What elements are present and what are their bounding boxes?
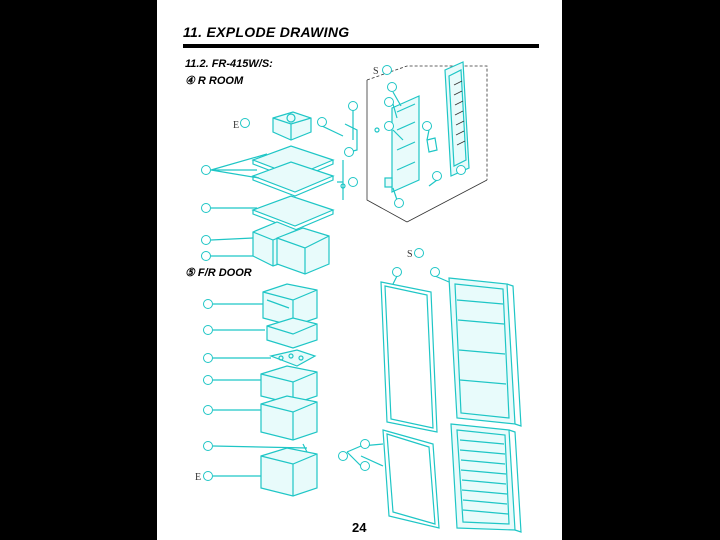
title-rule — [183, 44, 539, 48]
crisper-drawers — [252, 221, 330, 275]
page-title: 11. EXPLODE DRAWING — [183, 24, 350, 40]
door-baskets — [260, 283, 318, 497]
top-part-tags — [317, 82, 466, 208]
small-parts-cluster — [340, 123, 438, 200]
explode-drawing: S — [195, 61, 522, 533]
marker-s-top: S — [373, 66, 379, 77]
fan-housing-part — [272, 111, 312, 141]
control-panel-part — [391, 95, 420, 193]
part-tag — [414, 248, 424, 258]
glass-shelves — [251, 145, 335, 231]
model-subtitle: 11.2. FR-415W/S: — [185, 58, 273, 70]
shelf-tags — [201, 153, 268, 261]
marker-e-top: E — [233, 120, 239, 131]
section-fr-door: ⑤ F/R DOOR — [185, 267, 252, 279]
page-number: 24 — [352, 520, 367, 535]
marker-e-bottom: E — [195, 472, 201, 483]
fridge-doors — [448, 277, 522, 533]
document-page: 11. EXPLODE DRAWING 11.2. FR-415W/S: ④ R… — [157, 0, 562, 540]
part-tag — [240, 118, 250, 128]
marker-s-mid: S — [407, 249, 413, 260]
cabinet-wall-outline — [366, 65, 488, 223]
door-gaskets — [380, 281, 440, 529]
hinge-cover-part — [444, 61, 470, 177]
part-tag — [382, 65, 392, 75]
section-r-room: ④ R ROOM — [185, 75, 244, 87]
basket-tags — [203, 299, 308, 481]
door-tags — [338, 267, 450, 471]
